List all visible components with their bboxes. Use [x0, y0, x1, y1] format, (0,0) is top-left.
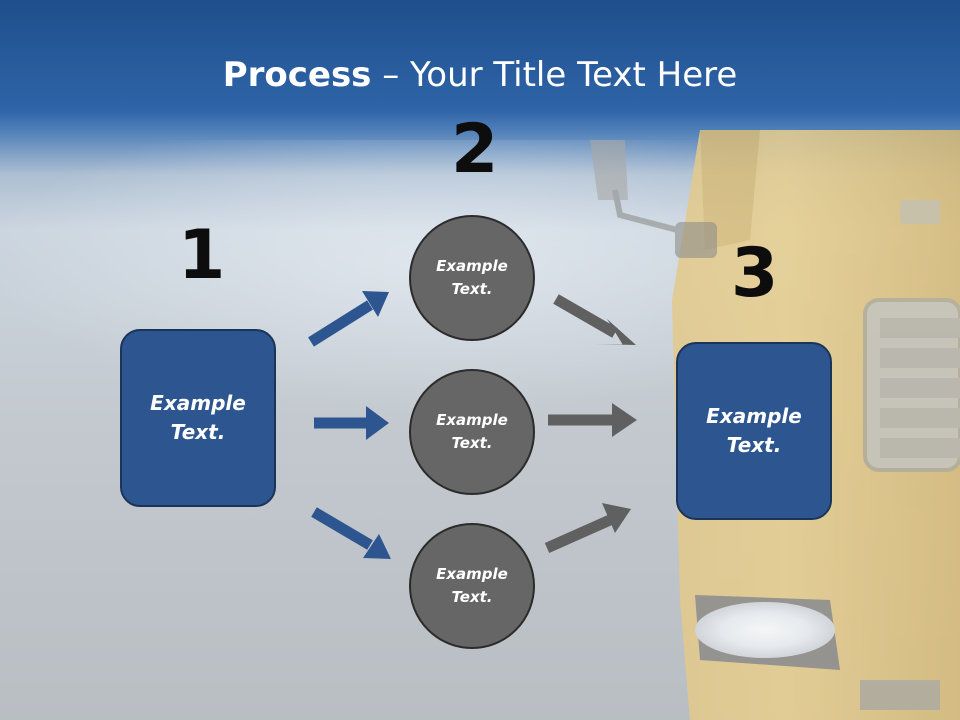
- step-2-label-middle: Example Text.: [436, 411, 508, 452]
- step-2-number: 2: [451, 110, 499, 189]
- step-2-label-bottom: Example Text.: [436, 565, 508, 606]
- step-1-box: Example Text.: [120, 329, 276, 507]
- step-2-label-top: Example Text.: [436, 257, 508, 298]
- step-2-circle-middle: Example Text.: [409, 369, 535, 495]
- step-1-label: Example Text.: [150, 391, 246, 444]
- arrow-1-to-2-bottom: [311, 507, 391, 559]
- arrow-2-middle-to-3: [548, 403, 637, 437]
- arrow-2-top-to-3: [553, 294, 636, 345]
- arrow-1-to-2-middle: [314, 406, 389, 440]
- step-2-circle-bottom: Example Text.: [409, 523, 535, 649]
- title-bold: Process: [222, 55, 372, 95]
- side-mirror: [590, 140, 717, 258]
- step-1-number: 1: [178, 216, 226, 295]
- step-3-box: Example Text.: [676, 342, 832, 520]
- arrows: [308, 291, 637, 559]
- step-3-number: 3: [731, 234, 779, 313]
- arrow-1-to-2-top: [308, 291, 389, 347]
- slide-title: Process – Your Title Text Here: [0, 52, 960, 98]
- step-3-label: Example Text.: [706, 404, 802, 457]
- title-rest: – Your Title Text Here: [371, 55, 738, 95]
- arrow-2-bottom-to-3: [544, 503, 631, 554]
- step-2-circle-top: Example Text.: [409, 215, 535, 341]
